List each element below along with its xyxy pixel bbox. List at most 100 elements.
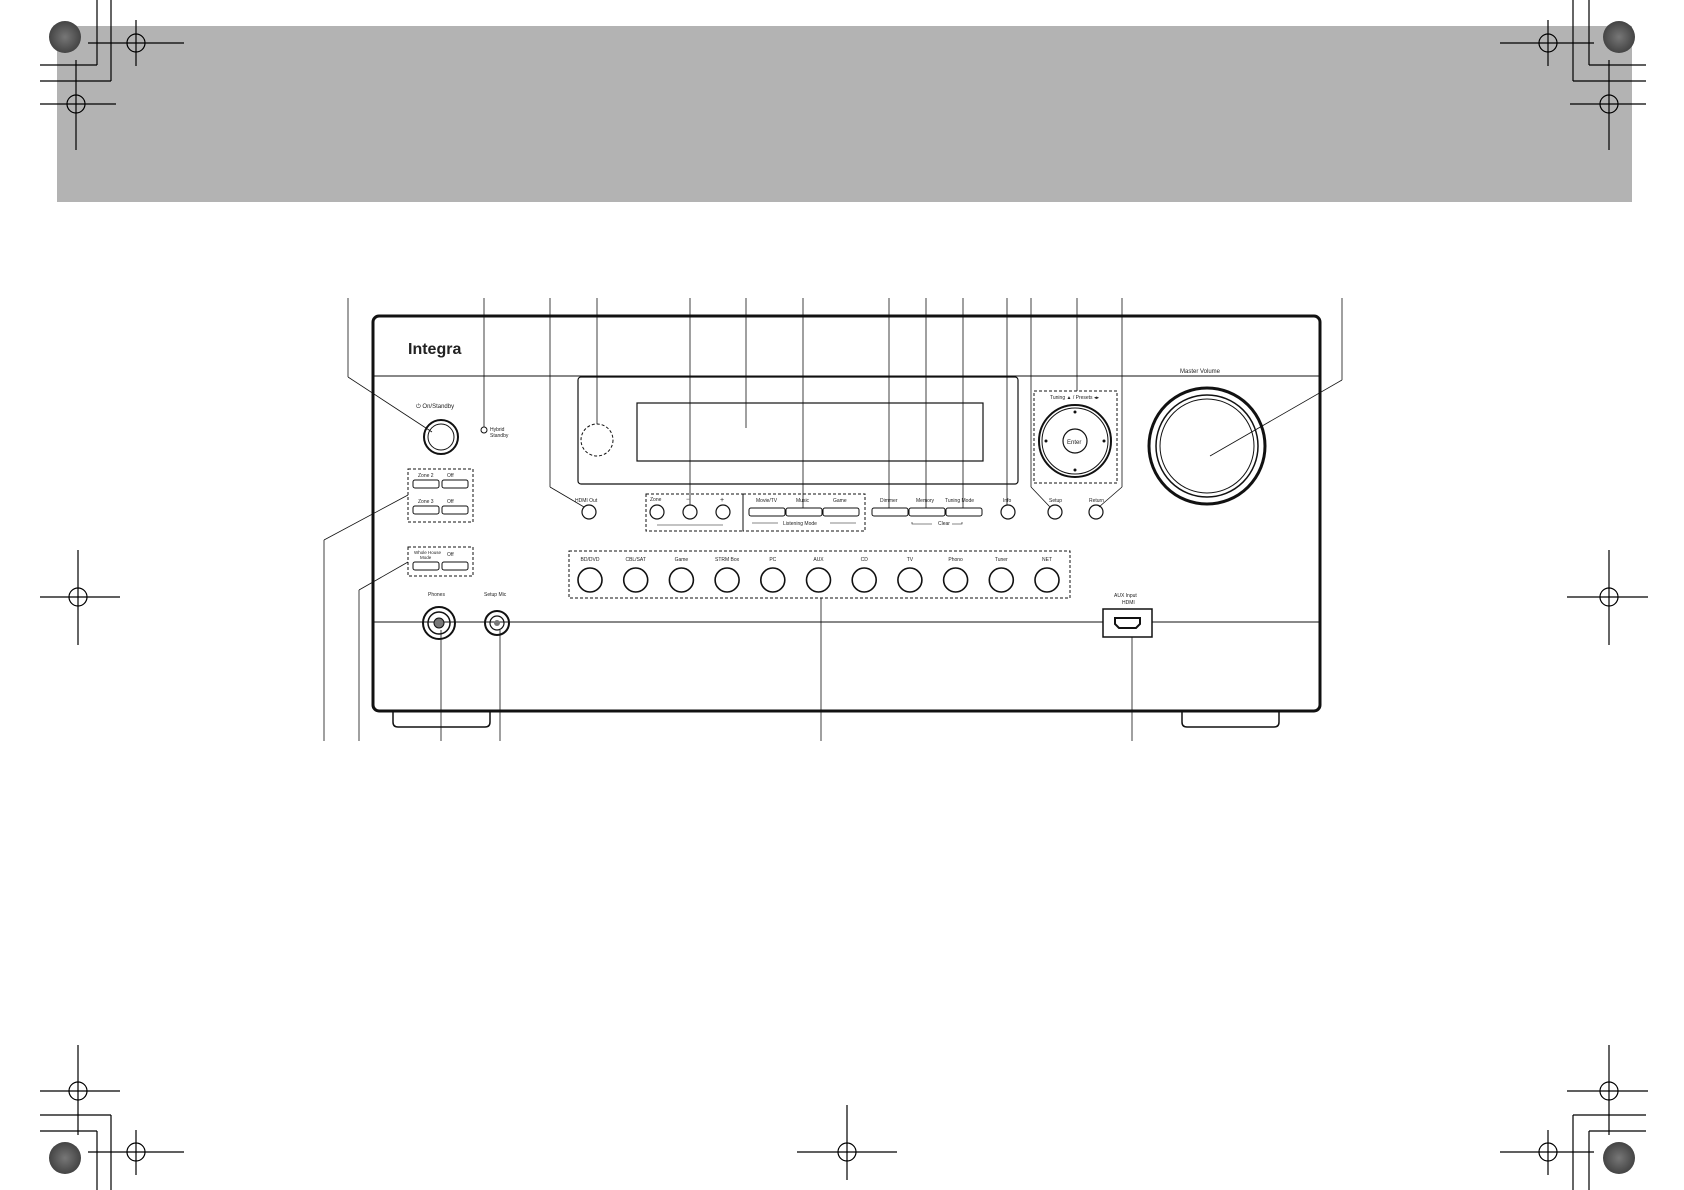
power-label: ⏻ On/Standby	[416, 403, 454, 410]
input-selector-button[interactable]	[805, 567, 832, 593]
input-selector-label: TV	[907, 557, 914, 563]
setup-mic-jack[interactable]	[484, 610, 510, 636]
remote-sensor-icon	[580, 423, 614, 457]
zone3-button[interactable]	[412, 505, 440, 515]
cursor-pad[interactable]	[1038, 404, 1112, 478]
input-selector-label: NET	[1042, 557, 1052, 563]
zone2-off-label: Off	[447, 473, 454, 479]
power-button[interactable]	[423, 419, 459, 455]
right-arrow-icon	[1102, 439, 1106, 443]
return-button[interactable]	[1088, 504, 1104, 520]
hybrid-standby-led	[480, 426, 488, 434]
game-mode-button[interactable]	[822, 507, 860, 517]
registration-marks	[40, 0, 1648, 1190]
input-selector-group	[568, 550, 1071, 599]
input-selector-label: PC	[769, 557, 776, 563]
zone-volume-down-button[interactable]	[682, 504, 698, 520]
zone2-label: Zone 2	[418, 473, 434, 479]
hybrid-standby-label: Hybrid	[490, 427, 505, 433]
hdmi-out-button[interactable]	[581, 504, 597, 520]
tuning-mode-button[interactable]	[945, 507, 983, 517]
hdmi-port-icon	[1114, 617, 1141, 629]
zone-button[interactable]	[649, 504, 665, 520]
zone-button-group	[407, 468, 474, 523]
hybrid-standby-label: Standby	[490, 433, 509, 439]
setup-label: Setup	[1049, 498, 1062, 504]
brand-logo: Integra	[408, 341, 461, 358]
rosette-mark-icon	[1603, 1142, 1635, 1174]
input-selector-label: Tuner	[995, 557, 1008, 563]
zone-control-label: −	[686, 497, 690, 503]
input-selector-label: BD/DVD	[581, 557, 600, 563]
rosette-mark-icon	[49, 1142, 81, 1174]
whole-house-label: Mode	[420, 555, 432, 560]
whole-house-off-label: Off	[447, 552, 454, 558]
return-label: Return	[1089, 498, 1104, 504]
whole-house-group	[407, 546, 474, 577]
listening-mode-group	[742, 493, 866, 532]
setup-mic-label: Setup Mic	[484, 592, 507, 598]
listening-mode-caption: Listening Mode	[783, 521, 817, 527]
zone3-off-label: Off	[447, 499, 454, 505]
down-arrow-icon	[1073, 468, 1077, 472]
zone3-off-button[interactable]	[441, 505, 469, 515]
input-selector-button[interactable]	[897, 567, 923, 593]
enter-button[interactable]	[1062, 428, 1088, 454]
input-selector-button[interactable]	[851, 567, 878, 593]
zone2-off-button[interactable]	[441, 479, 469, 489]
memory-label: Memory	[916, 498, 935, 504]
phones-jack[interactable]	[422, 606, 456, 640]
rosette-mark-icon	[1603, 21, 1635, 53]
tuning-presets-label: Tuning ▲ / Presets ◂▸	[1050, 395, 1099, 401]
memory-button[interactable]	[908, 507, 946, 517]
input-selector-label: CD	[861, 557, 869, 563]
input-selector-button[interactable]	[988, 567, 1015, 593]
input-selector-button[interactable]	[759, 567, 786, 593]
input-selector-label: Game	[675, 557, 689, 563]
input-selector-button[interactable]	[1034, 567, 1060, 593]
left-arrow-icon	[1044, 439, 1048, 443]
master-volume-knob[interactable]	[1147, 386, 1267, 506]
input-selector-button[interactable]	[622, 567, 649, 593]
input-selector-button[interactable]	[714, 567, 740, 593]
setup-button[interactable]	[1047, 504, 1063, 520]
up-arrow-icon	[1073, 410, 1077, 414]
input-selector-label: Phono	[948, 557, 963, 563]
zone-control-label: +	[720, 497, 724, 504]
input-selector-button[interactable]	[577, 567, 603, 593]
aux-hdmi-input-port[interactable]	[1102, 608, 1153, 638]
input-selector-button[interactable]	[942, 567, 969, 593]
display-window	[577, 376, 1019, 485]
whole-house-mode-button[interactable]	[412, 561, 440, 571]
movie-tv-button[interactable]	[748, 507, 786, 517]
hdmi-out-label: HDMI Out	[575, 498, 598, 504]
master-volume-label: Master Volume	[1180, 369, 1221, 375]
info-button[interactable]	[1000, 504, 1016, 520]
music-button[interactable]	[785, 507, 823, 517]
tuning-mode-label: Tuning Mode	[945, 498, 974, 504]
zone3-label: Zone 3	[418, 499, 434, 505]
zone-control-label: Zone	[650, 497, 662, 503]
input-selector-button[interactable]	[668, 567, 695, 593]
callout-lines	[323, 298, 1343, 741]
zone-volume-up-button[interactable]	[715, 504, 731, 520]
aux-input-label: HDMI	[1122, 600, 1135, 606]
listening-mode-label: Movie/TV	[756, 498, 778, 504]
receiver-body	[371, 314, 1322, 728]
phones-label: Phones	[428, 592, 445, 598]
rosette-mark-icon	[49, 21, 81, 53]
enter-label: Enter	[1067, 440, 1081, 446]
zone2-button[interactable]	[412, 479, 440, 489]
input-selector-label: STRM Box	[715, 557, 740, 563]
cursor-pad-group	[1033, 390, 1118, 484]
input-selector-label: CBL/SAT	[625, 557, 645, 563]
input-selector-label: AUX	[813, 557, 824, 563]
whole-house-label: Whole House	[414, 550, 442, 555]
whole-house-off-button[interactable]	[441, 561, 469, 571]
dimmer-button[interactable]	[871, 507, 909, 517]
listening-mode-label: Game	[833, 498, 847, 504]
clear-caption: Clear	[938, 521, 950, 527]
header-band	[57, 26, 1632, 202]
